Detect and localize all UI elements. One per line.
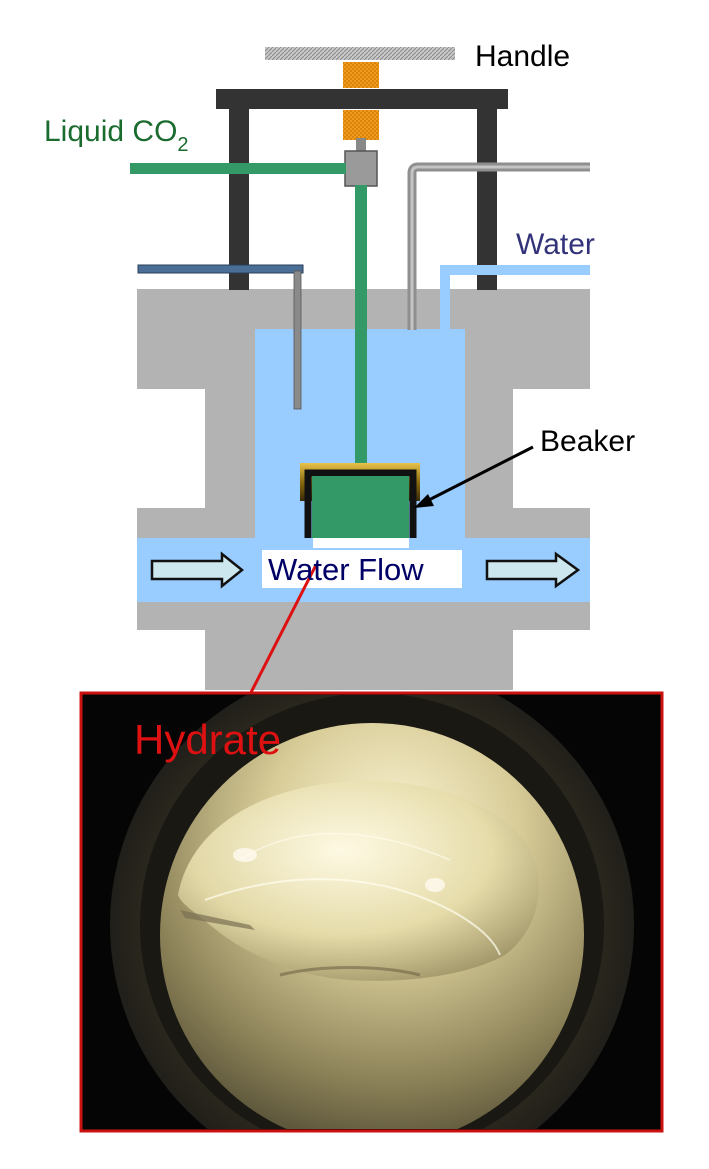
hydrate-label: Hydrate	[134, 716, 281, 763]
left-probe-rod	[293, 270, 302, 410]
svg-text:Liquid CO2: Liquid CO2	[44, 115, 189, 156]
hydrate-photo	[79, 691, 664, 1133]
flow-arrow-left	[150, 551, 245, 589]
beaker-co2	[312, 476, 409, 538]
liquid-co2-label-sub: 2	[177, 134, 188, 156]
frame-left-post	[229, 104, 249, 290]
water-flow-label: Water Flow	[268, 552, 424, 587]
co2-inlet-pipe	[130, 163, 346, 174]
beaker-wall	[304, 469, 417, 538]
hydrate-pointer-line	[239, 564, 318, 713]
water-label: Water	[516, 228, 595, 261]
handle-screw-lower	[343, 110, 379, 140]
beaker-pointer-head	[414, 494, 434, 508]
liquid-co2-label-main: Liquid CO	[44, 115, 177, 148]
liquid-co2-label: Liquid CO2	[44, 115, 189, 156]
flow-arrow-right	[485, 551, 581, 589]
water-flow-label-box	[262, 550, 462, 588]
water-inlet-pipe	[440, 265, 590, 330]
handle-shaft	[356, 138, 366, 152]
frame-top-bar	[216, 89, 508, 109]
apparatus	[130, 47, 590, 713]
handle-screw-upper	[343, 62, 379, 88]
hydrate-layer	[313, 538, 409, 548]
beaker-label: Beaker	[540, 425, 635, 458]
co2-down-tube	[355, 185, 367, 467]
valve-block	[344, 150, 378, 187]
handle-bar	[265, 47, 455, 60]
left-probe-bar	[137, 264, 304, 274]
frame-right-post	[477, 104, 497, 290]
beaker-pointer-line	[422, 445, 534, 505]
handle-label: Handle	[475, 40, 570, 73]
